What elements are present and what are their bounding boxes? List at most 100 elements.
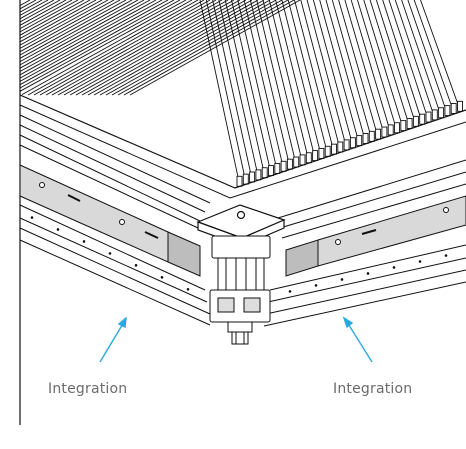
integration-label-right: Integration (333, 381, 413, 397)
fin-line (111, 0, 283, 96)
fin-line (19, 0, 43, 13)
slat-tab (412, 115, 419, 127)
bolt-dot (340, 278, 344, 281)
integration-label-left: Integration (48, 381, 128, 397)
fin-line (19, 0, 187, 92)
fin-line (51, 0, 223, 96)
slat-tab (268, 165, 274, 177)
bolt-dot (288, 290, 292, 293)
fin-line (19, 0, 103, 46)
slat-tab (280, 160, 287, 172)
slat-line (281, 0, 323, 159)
bolt-dot (30, 216, 34, 219)
fin-line (19, 0, 67, 26)
slat-line (231, 0, 272, 176)
slat-line (357, 0, 398, 133)
bolt-dot (82, 240, 86, 243)
slat-tab (419, 113, 426, 125)
fin-line (19, 0, 97, 43)
fin-line (27, 0, 199, 96)
slat-line (294, 0, 335, 155)
slat-tab (356, 135, 363, 147)
fin-line (19, 0, 73, 29)
slat-line (199, 0, 241, 187)
fin-line (87, 0, 259, 96)
right-rail (263, 159, 466, 327)
bolt-dot (366, 272, 370, 275)
bolt-dot (392, 266, 396, 269)
slat-line (268, 0, 310, 163)
slat-line (306, 0, 348, 151)
slat-line (287, 0, 329, 157)
slat-line (256, 0, 298, 168)
slat-line (401, 0, 443, 118)
fin-line (19, 0, 127, 59)
slat-line (237, 0, 279, 174)
fins-lower-edge-2 (19, 104, 466, 199)
slat-line (375, 0, 417, 127)
fin-line (19, 0, 37, 10)
slat-tab (394, 122, 400, 134)
fin-line (19, 0, 133, 62)
slat-tab (305, 152, 312, 164)
fin-line (19, 0, 79, 33)
fin-line (19, 0, 163, 79)
slat-tab (368, 130, 375, 142)
slat-tab (261, 167, 268, 179)
slat-tab (362, 133, 369, 144)
slat-line (319, 0, 361, 146)
slat-tab (324, 145, 331, 157)
slat-line (249, 0, 291, 170)
bolt-dot (134, 264, 138, 267)
slat-line (382, 0, 424, 125)
fin-line (19, 0, 157, 76)
slat-tab (255, 169, 262, 181)
fin-line (19, 0, 115, 53)
slat-line (331, 0, 373, 142)
slat-tab (299, 154, 306, 166)
integration-arrow-left (99, 316, 127, 363)
slat-line (325, 0, 367, 144)
fin-line (129, 0, 301, 96)
fin-line (21, 0, 193, 95)
slat-tab (312, 150, 319, 162)
fin-line (57, 0, 229, 96)
fin-line (19, 0, 121, 56)
fin-line (93, 0, 265, 96)
slat-tab (450, 103, 457, 114)
slat-tab (331, 143, 337, 155)
frame-bolts (30, 216, 448, 293)
fin-line (19, 0, 109, 49)
fin-line (19, 0, 85, 36)
bolt-dot (444, 254, 448, 257)
fin-line (81, 0, 253, 96)
fin-line (19, 0, 151, 72)
fin-line (19, 0, 91, 39)
slat-line (369, 0, 411, 129)
slat-tab (406, 118, 413, 129)
fin-line (39, 0, 211, 96)
fin-line (19, 0, 61, 23)
slat-line (312, 0, 354, 148)
slat-tab (400, 120, 407, 132)
slat-line (350, 0, 392, 136)
slat-line (205, 0, 247, 185)
slat-tab (387, 124, 394, 136)
fin-line (117, 0, 289, 96)
slat-line (420, 0, 461, 112)
slat-line (300, 0, 342, 153)
fin-line (19, 0, 181, 89)
slat-line (413, 0, 455, 114)
slat-tab (293, 156, 300, 168)
fin-line (19, 0, 139, 66)
slat-line (407, 0, 449, 116)
fin-line (19, 0, 145, 69)
slat-tab (431, 109, 438, 121)
slat-line (218, 0, 260, 180)
fin-line (63, 0, 235, 96)
slat-tab (425, 111, 432, 123)
heat-sink-fins (19, 0, 463, 187)
left-rail (19, 114, 211, 326)
corner-actuator (209, 235, 271, 345)
